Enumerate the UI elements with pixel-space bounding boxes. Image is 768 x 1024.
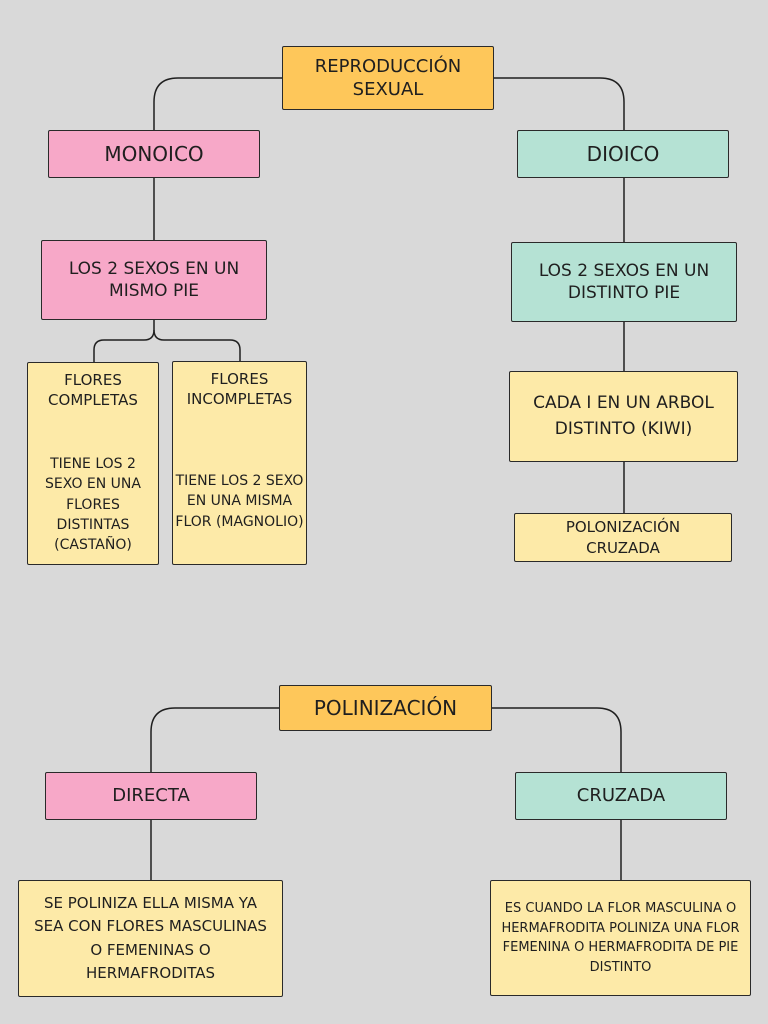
node-cruzada-desc: ES CUANDO LA FLOR MASCULINA O HERMAFRODI… — [490, 880, 751, 996]
node-flores-completas-title: FLORES COMPLETAS — [48, 371, 138, 409]
node-cruzada-desc-label: ES CUANDO LA FLOR MASCULINA O HERMAFRODI… — [501, 901, 740, 975]
node-polonizacion-cruzada: POLONIZACIÓN CRUZADA — [514, 513, 732, 562]
node-dioico-desc-label: LOS 2 SEXOS EN UN DISTINTO PIE — [538, 260, 710, 303]
node-monoico-desc: LOS 2 SEXOS EN UN MISMO PIE — [41, 240, 267, 320]
node-directa-desc: SE POLINIZA ELLA MISMA YA SEA CON FLORES… — [18, 880, 283, 997]
node-dioico-label: DIOICO — [586, 142, 660, 166]
node-reproduccion-sexual: REPRODUCCIÓN SEXUAL — [282, 46, 494, 110]
node-dioico-detail: CADA I EN UN ARBOL DISTINTO (KIWI) — [509, 371, 738, 462]
node-polonizacion-cruzada-label: POLONIZACIÓN CRUZADA — [565, 517, 681, 557]
node-monoico: MONOICO — [48, 130, 260, 178]
node-dioico: DIOICO — [517, 130, 729, 178]
node-directa-desc-label: SE POLINIZA ELLA MISMA YA SEA CON FLORES… — [34, 894, 267, 982]
connector-root-to-monoico — [153, 77, 282, 130]
node-monoico-desc-label: LOS 2 SEXOS EN UN MISMO PIE — [68, 258, 240, 301]
node-flores-completas: FLORES COMPLETAS TIENE LOS 2 SEXO EN UNA… — [27, 362, 159, 565]
node-cruzada-label: CRUZADA — [576, 785, 666, 807]
node-flores-incompletas-title: FLORES INCOMPLETAS — [186, 370, 293, 408]
node-dioico-desc: LOS 2 SEXOS EN UN DISTINTO PIE — [511, 242, 737, 322]
connector-root-to-dioico — [494, 77, 625, 130]
node-monoico-label: MONOICO — [104, 142, 204, 166]
node-polinizacion-label: POLINIZACIÓN — [313, 696, 458, 720]
node-polinizacion: POLINIZACIÓN — [279, 685, 492, 731]
connector-monoico-desc-split — [93, 320, 155, 362]
node-reproduccion-sexual-label: REPRODUCCIÓN SEXUAL — [314, 55, 462, 100]
connector-polinizacion-to-directa — [150, 707, 279, 772]
node-flores-incompletas-desc: TIENE LOS 2 SEXO EN UNA MISMA FLOR (MAGN… — [175, 473, 304, 530]
connector-polinizacion-to-cruzada — [492, 707, 622, 772]
connector-monoico-desc-split-right — [153, 329, 241, 361]
node-directa: DIRECTA — [45, 772, 257, 820]
node-flores-completas-desc: TIENE LOS 2 SEXO EN UNA FLORES DISTINTAS… — [45, 456, 141, 554]
node-flores-incompletas: FLORES INCOMPLETAS TIENE LOS 2 SEXO EN U… — [172, 361, 307, 565]
node-directa-label: DIRECTA — [112, 785, 190, 807]
node-cruzada: CRUZADA — [515, 772, 727, 820]
node-dioico-detail-label: CADA I EN UN ARBOL DISTINTO (KIWI) — [533, 393, 714, 439]
